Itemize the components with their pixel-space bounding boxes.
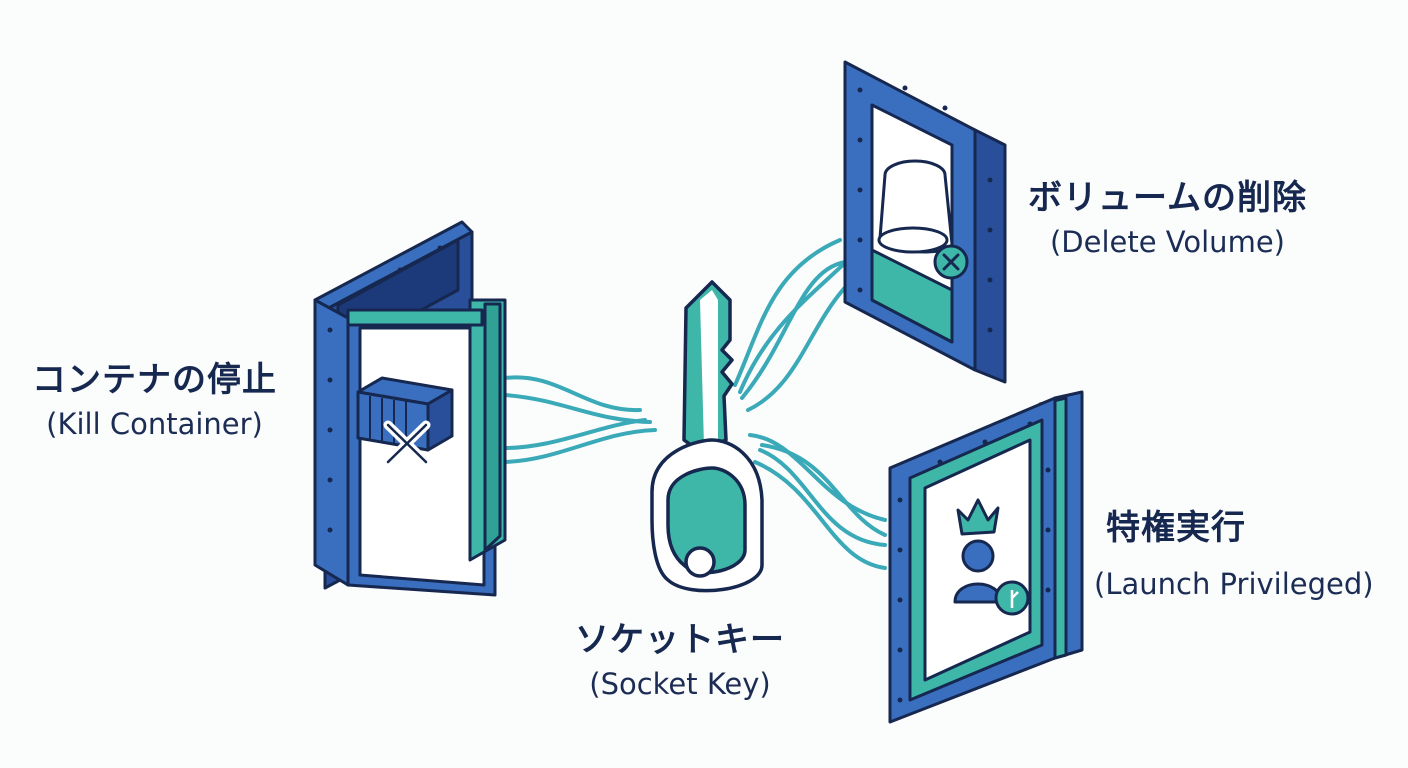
door-delete-volume [843,60,1007,384]
door-kill-container [313,220,507,597]
label-vol-jp: ボリュームの削除 [1028,178,1307,218]
crown-user-icon [953,498,1030,616]
label-vol-en: (Delete Volume) [1049,225,1285,259]
label-key-en: (Socket Key) [589,667,771,701]
label-kill-jp: コンテナの停止 [32,360,277,400]
wire-priv-2 [758,448,887,547]
label-kill-en: (Kill Container) [46,407,263,441]
wire-kill-4 [503,418,647,450]
wire-priv-1 [748,433,887,522]
wire-priv-4 [760,443,887,537]
wire-vol-4 [738,246,862,394]
wire-kill-1 [503,375,642,413]
wire-priv-3 [753,460,887,570]
volume-delete-icon [877,159,969,280]
label-socket-key: ソケットキー (Socket Key) [575,612,785,701]
label-delete-volume: ボリュームの削除 (Delete Volume) [1028,170,1307,259]
wire-kill-3 [503,428,657,464]
container-x-icon [356,376,454,467]
wire-vol-1 [733,238,842,387]
label-launch-privileged: 特権実行 (Launch Privileged) [1094,500,1374,601]
connection-wires [503,238,887,570]
label-priv-en: (Launch Privileged) [1094,567,1374,601]
label-key-jp: ソケットキー [575,620,785,660]
label-priv-jp: 特権実行 [1106,508,1246,548]
door-launch-privileged [888,390,1084,724]
key-icon [650,280,764,593]
label-kill-container: コンテナの停止 (Kill Container) [32,352,277,441]
